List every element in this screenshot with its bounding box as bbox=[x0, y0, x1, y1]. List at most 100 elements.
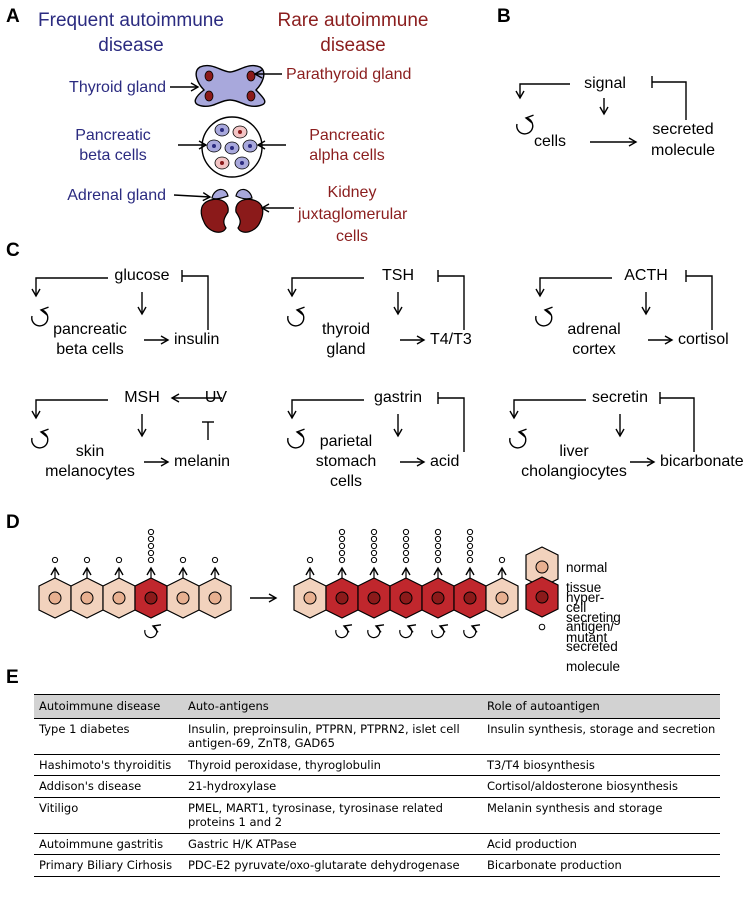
cell-role: Cortisol/aldosterone biosynthesis bbox=[482, 775, 720, 798]
b-secreted: secreted bbox=[652, 121, 714, 138]
secreted-molecule bbox=[466, 556, 474, 564]
cell-antigens: Gastric H/K ATPase bbox=[183, 833, 482, 855]
proliferation-arrow bbox=[335, 624, 353, 639]
loop-cell-label: cortex bbox=[572, 341, 616, 358]
secreted-molecule bbox=[466, 549, 474, 557]
b-cells: cells bbox=[534, 133, 567, 150]
proliferation-arrow bbox=[367, 624, 385, 639]
secreted-molecule bbox=[370, 556, 378, 564]
cell-antigens: Insulin, preproinsulin, PTPRN, PTPRN2, i… bbox=[183, 718, 482, 755]
header-disease: Autoimmune disease bbox=[34, 694, 183, 719]
proliferation-arrow bbox=[144, 624, 162, 639]
mutant-cell bbox=[134, 577, 168, 619]
cell-disease: Hashimoto's thyroiditis bbox=[34, 754, 183, 776]
cell-disease: Vitiligo bbox=[34, 797, 183, 834]
loop-product: bicarbonate bbox=[660, 453, 744, 470]
loop-cell-label: thyroid bbox=[321, 321, 371, 338]
secreted-molecule bbox=[466, 535, 474, 543]
secreted-molecule bbox=[402, 528, 410, 536]
loop-product: insulin bbox=[174, 331, 220, 348]
loop-2 bbox=[535, 270, 713, 345]
loop-cell-label: skin bbox=[75, 443, 105, 460]
autoantigen-table: Autoimmune disease Auto-antigens Role of… bbox=[34, 694, 720, 877]
panel-letter-b: B bbox=[497, 6, 511, 27]
table-row: Vitiligo PMEL, MART1, tyrosinase, tyrosi… bbox=[34, 797, 720, 834]
label-adrenal-gland: Adrenal gland bbox=[67, 187, 166, 204]
arrow-adrenal bbox=[173, 192, 212, 202]
b-molecule: molecule bbox=[650, 142, 716, 159]
loop-signal: gastrin bbox=[373, 389, 423, 406]
cell-antigens: PDC-E2 pyruvate/oxo-glutarate dehydrogen… bbox=[183, 854, 482, 877]
thyroid-gland-icon bbox=[194, 64, 266, 108]
cell-disease: Addison's disease bbox=[34, 775, 183, 798]
secreted-molecule bbox=[370, 542, 378, 550]
secreted-molecule bbox=[402, 549, 410, 557]
loop-4 bbox=[287, 392, 465, 467]
secreted-molecule bbox=[434, 549, 442, 557]
legend-mutant-cell: hyper-secreting mutant bbox=[566, 590, 621, 645]
secreted-molecule bbox=[370, 535, 378, 543]
mutant-cell bbox=[357, 577, 391, 619]
cell-role: Melanin synthesis and storage bbox=[482, 797, 720, 834]
secreted-molecule bbox=[83, 556, 91, 564]
mutant-cell bbox=[453, 577, 487, 619]
secreted-molecule bbox=[338, 542, 346, 550]
header-antigens: Auto-antigens bbox=[183, 694, 482, 719]
table-row: Autoimmune gastritis Gastric H/K ATPase … bbox=[34, 833, 720, 855]
normal-cell bbox=[485, 577, 519, 619]
secreted-molecule bbox=[211, 556, 219, 564]
mutant-cell bbox=[421, 577, 455, 619]
panel-letter-a: A bbox=[6, 6, 20, 27]
loop-extra: UV bbox=[204, 389, 228, 406]
proliferation-arrow bbox=[399, 624, 417, 639]
b-signal: signal bbox=[584, 75, 626, 92]
loop-3 bbox=[31, 393, 222, 467]
cell-role: Acid production bbox=[482, 833, 720, 855]
loop-product: melanin bbox=[174, 453, 231, 470]
loop-cell-label: stomach bbox=[315, 453, 377, 470]
legend-normal-icon bbox=[525, 546, 559, 588]
frequent-header: Frequent autoimmune disease bbox=[38, 10, 224, 56]
normal-cell bbox=[38, 577, 72, 619]
loop-5 bbox=[509, 392, 695, 467]
secreted-molecule bbox=[338, 528, 346, 536]
cell-antigens: 21-hydroxylase bbox=[183, 775, 482, 798]
adrenal-kidney-icon bbox=[200, 188, 264, 233]
loop-cell-label: cholangiocytes bbox=[521, 463, 627, 480]
table-row: Addison's disease 21-hydroxylase Cortiso… bbox=[34, 775, 720, 798]
normal-cell bbox=[102, 577, 136, 619]
loop-cell-label: adrenal bbox=[567, 321, 621, 338]
secreted-molecule bbox=[434, 535, 442, 543]
loop-cell-label: parietal bbox=[319, 433, 373, 450]
loop-signal: secretin bbox=[591, 389, 649, 406]
secreted-molecule bbox=[51, 556, 59, 564]
secreted-molecule bbox=[434, 528, 442, 536]
secreted-molecule bbox=[338, 549, 346, 557]
cell-antigens: Thyroid peroxidase, thyroglobulin bbox=[183, 754, 482, 776]
loop-product: T4/T3 bbox=[430, 331, 472, 348]
legend-secreted-molecule: antigen/ secreted molecule bbox=[566, 619, 621, 674]
cell-role: Bicarbonate production bbox=[482, 854, 720, 877]
table-row: Hashimoto's thyroiditis Thyroid peroxida… bbox=[34, 754, 720, 776]
secreted-molecule bbox=[306, 556, 314, 564]
secreted-molecule bbox=[370, 528, 378, 536]
loop-cell-label: gland bbox=[326, 341, 366, 358]
rare-header: Rare autoimmune disease bbox=[277, 10, 429, 56]
cell-role: T3/T4 biosynthesis bbox=[482, 754, 720, 776]
secreted-molecule bbox=[338, 535, 346, 543]
secreted-molecule bbox=[402, 556, 410, 564]
secreted-molecule bbox=[498, 556, 506, 564]
loop-cell-label: pancreatic bbox=[53, 321, 127, 338]
secreted-molecule bbox=[434, 542, 442, 550]
secreted-molecule bbox=[179, 556, 187, 564]
loop-cell-label: melanocytes bbox=[45, 463, 135, 480]
normal-cell bbox=[70, 577, 104, 619]
secreted-molecule bbox=[115, 556, 123, 564]
loop-product: cortisol bbox=[678, 331, 729, 348]
mutant-cell bbox=[389, 577, 423, 619]
panel-letter-d: D bbox=[6, 512, 20, 533]
secreted-molecule bbox=[466, 528, 474, 536]
loop-signal: ACTH bbox=[624, 267, 668, 284]
secreted-molecule bbox=[147, 535, 155, 543]
loop-0 bbox=[31, 270, 209, 345]
